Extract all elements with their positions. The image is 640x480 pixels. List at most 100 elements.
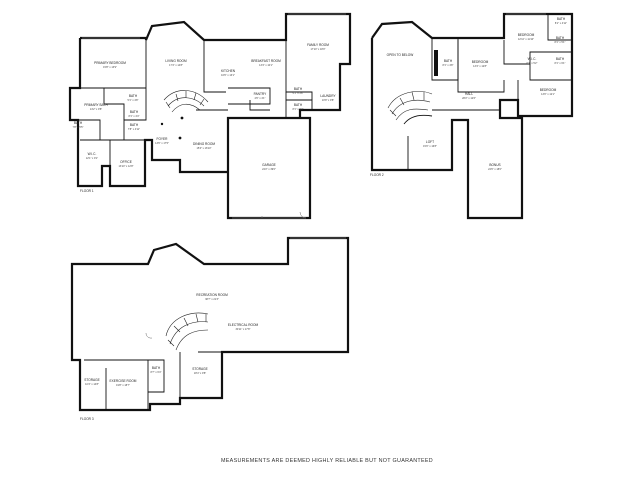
room-dims: 13'6" x 17'5": [155, 142, 169, 145]
room-dims: 24'2" x 39'0": [262, 168, 276, 171]
room-dims: 28'2" x 12'6": [462, 97, 476, 100]
door-swing: [145, 332, 153, 339]
room-name: BATH: [557, 17, 566, 21]
room-name: BEDROOM: [472, 60, 489, 64]
room-dims: 15'0" x 16'8": [423, 145, 437, 148]
room-dims: 13'4" x 10'1": [259, 64, 273, 67]
room-dims: 30'11" x 17'8": [236, 328, 251, 331]
room-dims: 8'1" x 5'1": [555, 41, 566, 44]
room-name: STORAGE: [192, 367, 208, 371]
room-dims: 14'2" x 9'8": [90, 108, 102, 111]
closet-wall: [434, 50, 438, 76]
room-dims: 5'1" x 4'8": [128, 99, 139, 102]
room-dims: 12'11" x 11'10": [518, 38, 534, 41]
room-name: BEDROOM: [540, 88, 557, 92]
room-dims: 15'4" x 16'10": [196, 147, 211, 150]
stair-tread: [165, 101, 171, 109]
room-name: GARAGE: [262, 163, 276, 167]
floor1-interior: [286, 99, 313, 110]
room-name: LOFT: [426, 140, 434, 144]
floor2-staircase: [387, 91, 433, 121]
floor-3-label: FLOOR 3: [80, 417, 94, 421]
room-dims: 24'6" x 18'0": [488, 168, 502, 171]
foyer-column: [180, 116, 184, 120]
room-dims: 7'8" x 5'5": [73, 126, 84, 129]
floor1-interior: [203, 40, 226, 93]
room-name: BATH: [556, 36, 565, 40]
floor3-outer-wall: [70, 236, 350, 412]
room-dims: 10'8" x 9'8": [322, 99, 334, 102]
room-name: PRIMARY BEDROOM: [94, 61, 126, 65]
room-name: OFFICE: [120, 160, 132, 164]
room-dims: 19'8" x 18'7": [116, 384, 130, 387]
room-name: BATH: [556, 57, 565, 61]
room-dims: 8'1" x 4'8": [443, 64, 454, 67]
room-name: W.I.C.: [88, 152, 97, 156]
room-dims: 6'1" x 5'2": [527, 62, 538, 65]
floor1-interior: [285, 40, 313, 100]
room-name: W.I.C.: [528, 57, 537, 61]
room-dims: 13'0" x 12'1": [541, 93, 555, 96]
room-dims: 18'4" x 9'8": [194, 372, 206, 375]
room-name: HALL: [465, 92, 473, 96]
room-name: PRIMARY BATH: [84, 103, 108, 107]
room-dims: 17'4" x 14'8": [169, 64, 183, 67]
floor1-outer-wall: [80, 12, 352, 220]
room-dims: 16'6" x 13'1": [221, 74, 235, 77]
room-name: STORAGE: [84, 378, 100, 382]
room-name: BATH: [130, 123, 139, 127]
room-name: BATH: [74, 121, 83, 125]
room-name: BREAKFAST ROOM: [251, 59, 281, 63]
room-dims: 10'4" x 14'8": [85, 383, 99, 386]
room-dims: 4'6" x 4'1": [255, 97, 266, 100]
room-name: BATH: [152, 366, 161, 370]
floor-2-label: FLOOR 2: [370, 173, 384, 177]
room-dims: 8'1" x 6'4": [293, 108, 304, 111]
foyer-column: [178, 136, 182, 140]
room-name: KITCHEN: [221, 69, 236, 73]
room-name: OPEN TO BELOW: [387, 53, 414, 57]
room-dims: 5'1" x 3'8": [293, 92, 304, 95]
room-name: BEDROOM: [518, 33, 535, 37]
room-dims: 8'1" x 6'1": [555, 62, 566, 65]
stair-tread: [175, 93, 179, 102]
stair-tread: [195, 313, 199, 323]
loft-railing: [403, 114, 433, 125]
floor1-interior: [70, 119, 145, 141]
stair-tread: [389, 109, 397, 117]
room-labels: PRIMARY BEDROOM 15'8" x 13'9" LIVING ROO…: [73, 17, 568, 387]
room-name: RECREATION ROOM: [196, 293, 228, 297]
room-name: EXERCISE ROOM: [110, 379, 137, 383]
floor2-interior: [457, 40, 505, 93]
room-name: BONUS: [489, 163, 500, 167]
floor2-outer-wall: [370, 12, 574, 220]
room-name: LAUNDRY: [320, 94, 336, 98]
stair-tread: [399, 97, 405, 106]
room-dims: 8'1" x 4'11": [555, 22, 567, 25]
stair-tread: [183, 317, 189, 327]
floor-1-plan: FLOOR 1: [68, 12, 352, 220]
room-name: PANTRY: [254, 92, 268, 96]
floor2-interior: [529, 64, 572, 81]
room-dims: 15'8" x 13'9": [103, 66, 117, 69]
room-dims: 8'1" x 4'4": [129, 115, 140, 118]
room-dims: 7'8" x 4'11": [128, 128, 140, 131]
floor1-interior: [109, 40, 147, 166]
stair-tread: [193, 92, 197, 101]
room-name: BATH: [294, 103, 303, 107]
stair-tread: [411, 91, 415, 101]
floor3-staircase: [165, 312, 209, 351]
floor1-interior: [228, 87, 271, 105]
stair-tread: [173, 325, 181, 333]
room-name: BATH: [129, 94, 138, 98]
floor-2-plan: FLOOR 2: [370, 12, 574, 220]
room-name: BATH: [130, 110, 139, 114]
room-name: LIVING ROOM: [165, 59, 187, 63]
room-dims: 38'7" x 21'3": [205, 298, 219, 301]
floor-1-label: FLOOR 1: [80, 189, 94, 193]
foyer-column: [160, 122, 164, 126]
room-name: FAMILY ROOM: [307, 43, 329, 47]
room-dims: 8'7" x 6'4": [151, 371, 162, 374]
